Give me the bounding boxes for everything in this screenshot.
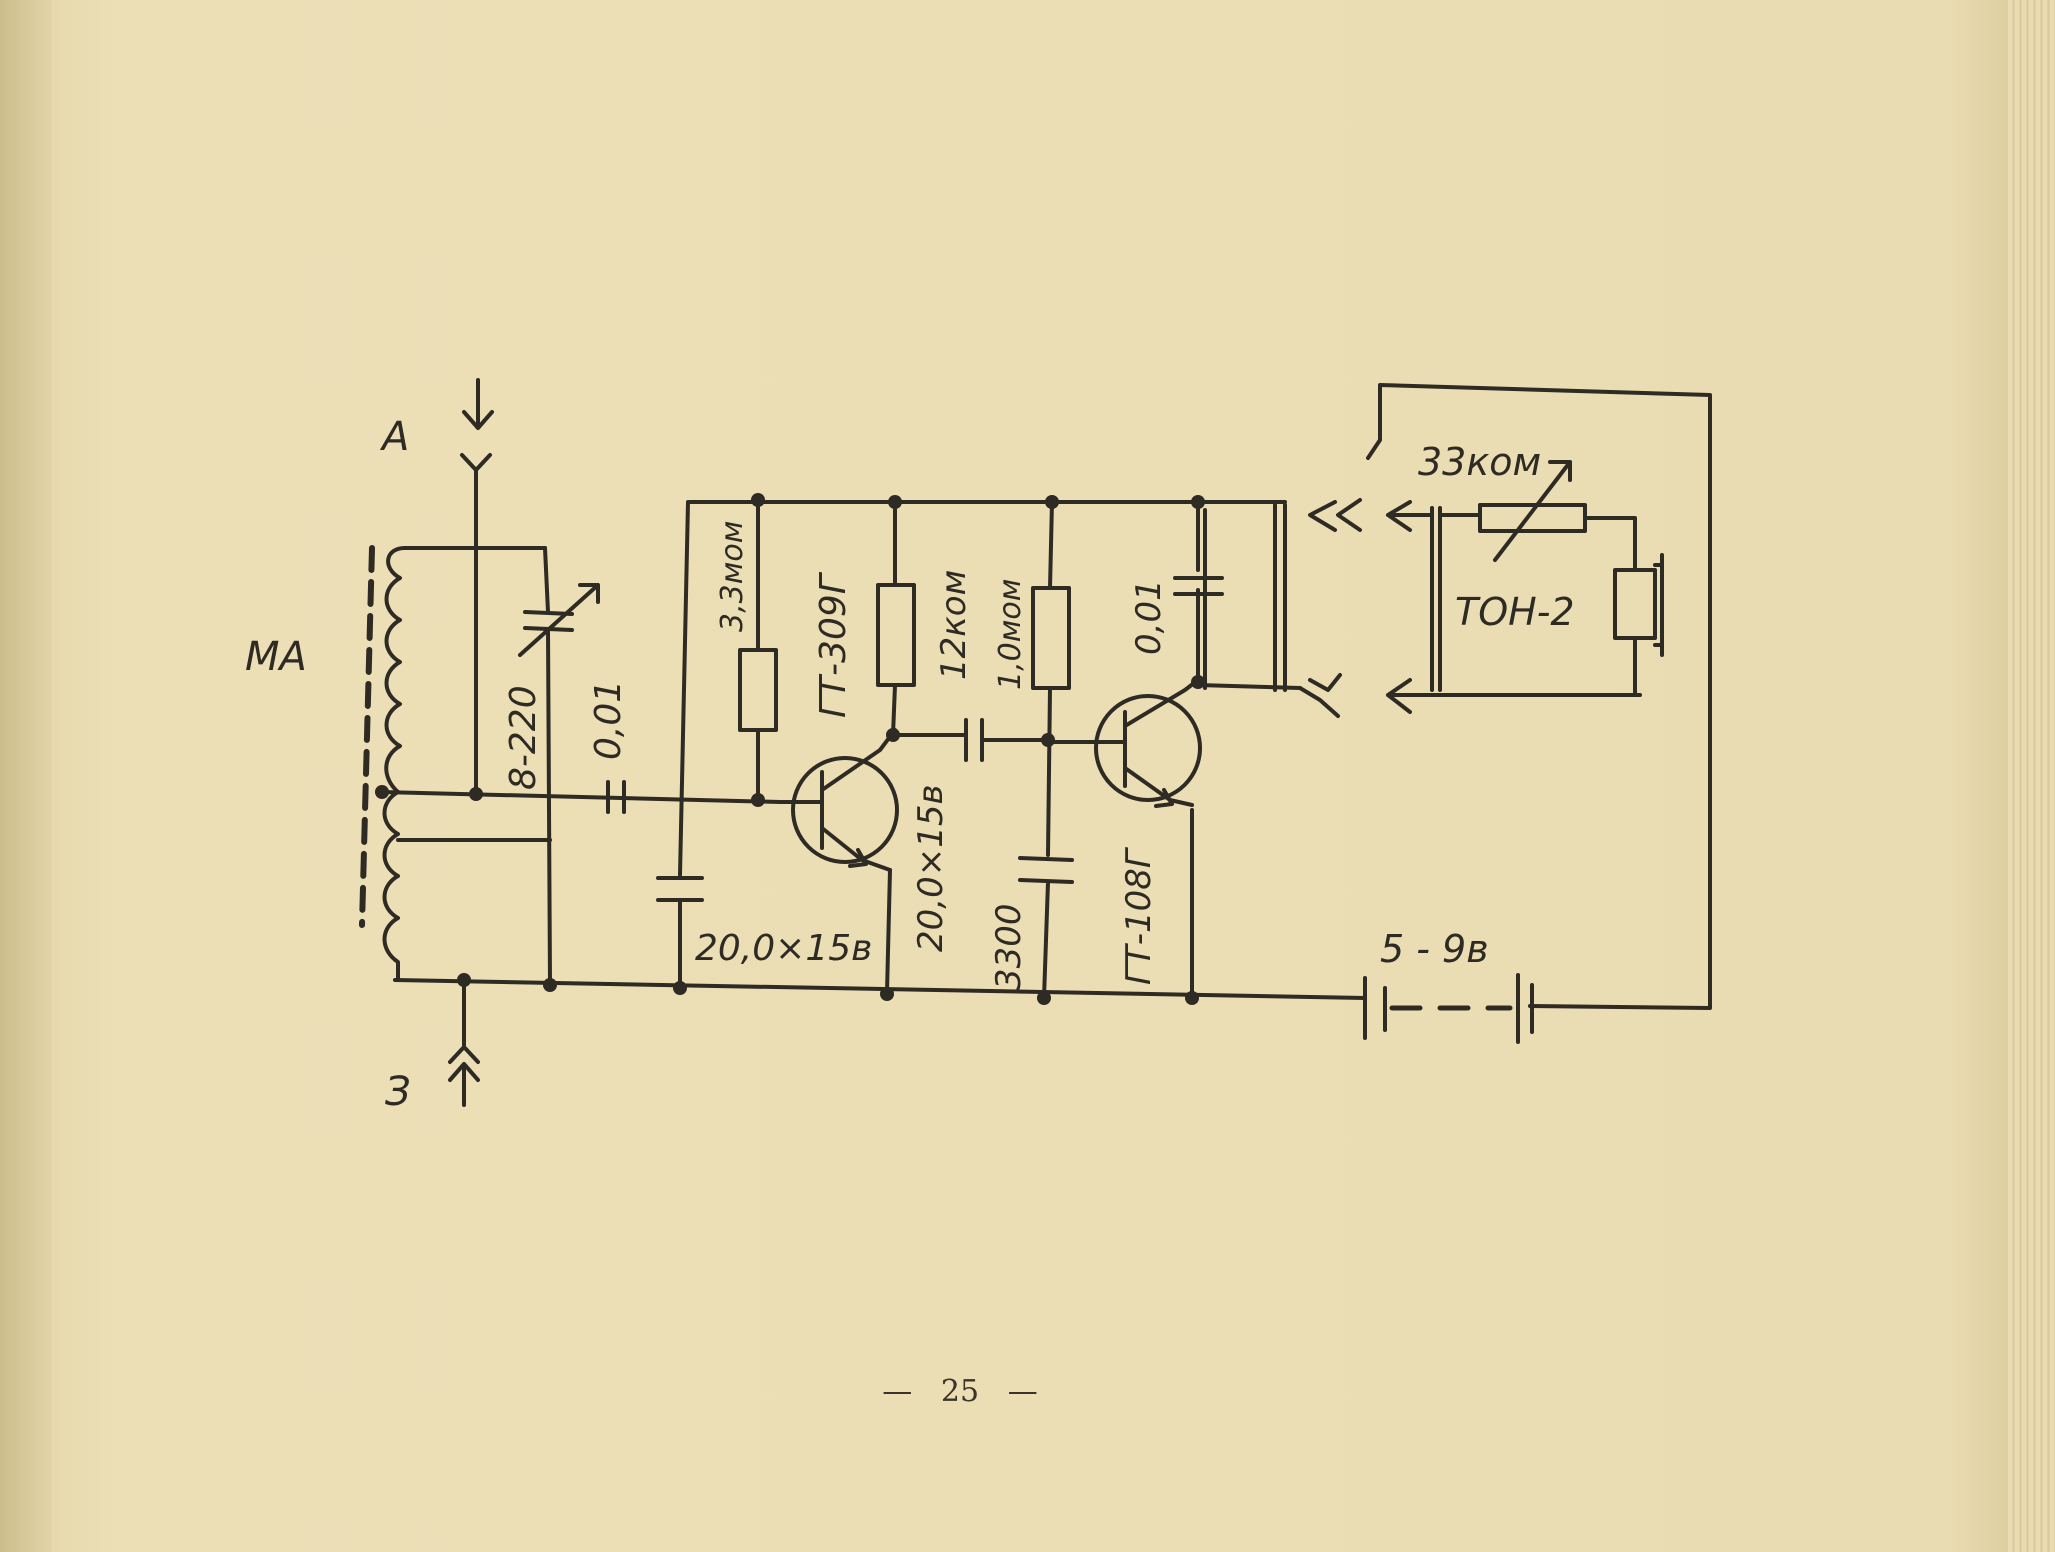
label-battery: 5 - 9в	[1380, 927, 1489, 971]
bias-resistor-2	[1031, 500, 1071, 857]
transistor-2	[1046, 678, 1202, 808]
tuning-capacitor	[518, 546, 600, 987]
page-dash-left: —	[882, 1374, 913, 1409]
junction-dots	[375, 493, 1205, 1005]
label-bias-resistor-2: 1,0мом	[993, 579, 1028, 690]
label-transistor-1: ГТ-309Г	[813, 571, 854, 718]
ferrite-core	[359, 545, 375, 928]
page-number: 25	[940, 1374, 980, 1409]
page-dash-right: —	[1007, 1374, 1038, 1409]
label-ground: З	[385, 1069, 411, 1115]
label-collector-resistor-1: 12ком	[934, 570, 974, 680]
coupling-capacitor	[606, 780, 626, 814]
output-capacitor	[1173, 576, 1224, 596]
capacitor-3300	[1018, 856, 1074, 1000]
battery-symbol	[1363, 973, 1534, 1044]
label-magnetic-antenna: МА	[245, 634, 307, 680]
label-bias-resistor-1: 3,3мом	[715, 521, 750, 632]
electrolytic-capacitor-1	[656, 500, 704, 987]
emitter-line-1	[885, 868, 892, 994]
inductor-coil	[380, 546, 782, 982]
output-wiring	[1196, 503, 1302, 692]
ground-symbol	[448, 976, 480, 1107]
page-edges	[2008, 0, 2055, 1552]
collector-resistor-1	[876, 500, 916, 737]
label-capacitor-3300: 3300	[989, 903, 1029, 990]
label-volume-resistor: 33ком	[1418, 440, 1541, 484]
headphone-plug	[1386, 500, 1642, 714]
interstage-capacitor	[891, 718, 1050, 762]
transistor-1	[778, 728, 899, 872]
label-output-capacitor: 0,01	[1129, 579, 1169, 655]
label-antenna: А	[379, 414, 409, 460]
page-number-line: — 25 —	[880, 1374, 1040, 1409]
volume-resistor	[1478, 460, 1637, 572]
label-tuning-capacitor: 8-220	[503, 685, 544, 790]
label-transistor-2: ГТ-108Г	[1119, 846, 1159, 985]
label-coupling-capacitor: 0,01	[588, 680, 629, 760]
book-spine	[0, 0, 52, 1552]
output-jack	[1298, 498, 1362, 718]
label-electrolytic-2: 20,0×15в	[911, 785, 951, 953]
antenna-symbol	[460, 378, 494, 794]
label-headphones: ТОН-2	[1455, 590, 1575, 634]
headphones-symbol	[1613, 553, 1664, 697]
label-electrolytic-1: 20,0×15в	[695, 928, 872, 969]
bias-resistor-1	[738, 498, 778, 802]
